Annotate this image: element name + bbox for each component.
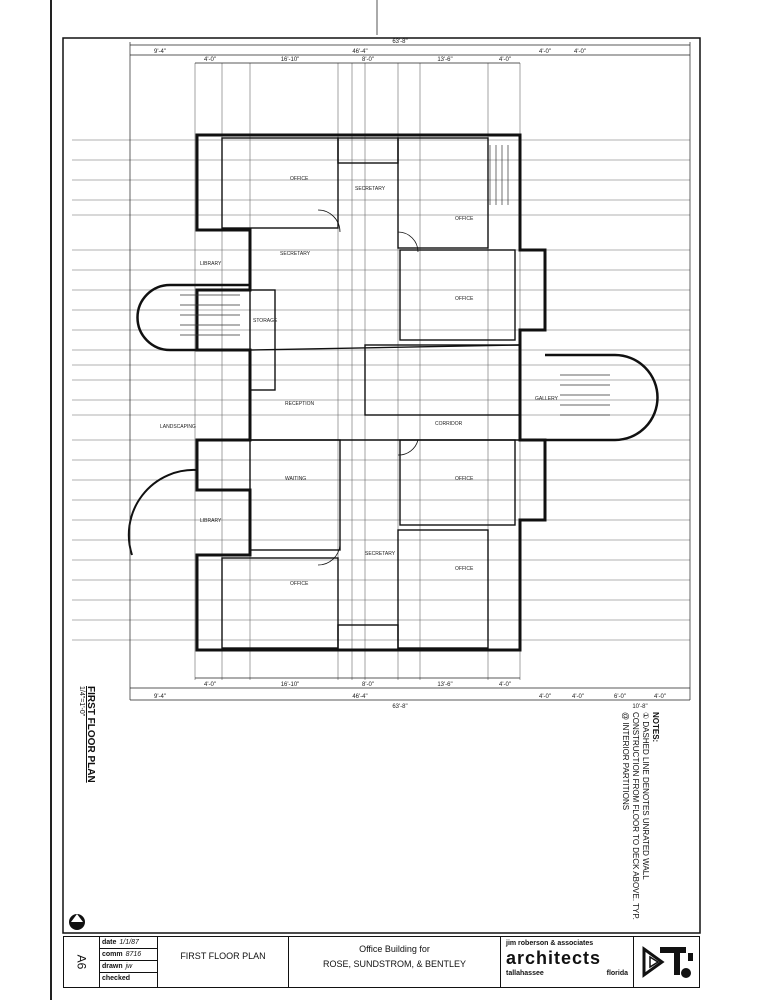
- drawing-title-cell: FIRST FLOOR PLAN: [158, 937, 289, 987]
- room-label: GALLERY: [535, 396, 559, 402]
- firm-name: architects: [506, 948, 602, 968]
- dim-top-left: 9'-4": [154, 49, 166, 55]
- notes-block: NOTES: ① DASHED LINE DENOTES UNRATED WAL…: [620, 712, 660, 922]
- dim-bot-overall: 63'-8": [392, 704, 407, 710]
- room-label: CORRIDOR: [435, 421, 463, 427]
- sheet-number: A6: [74, 954, 89, 970]
- checked-field: checked: [102, 975, 131, 982]
- room-label: OFFICE: [290, 581, 309, 587]
- dim-bot-r-total: 10'-8": [632, 704, 647, 710]
- firm-city: tallahassee: [506, 970, 544, 977]
- dim-top-seg: 4'-0": [499, 57, 511, 63]
- dim-top-mid: 46'-4": [352, 49, 367, 55]
- north-arrow-icon: [71, 914, 83, 922]
- room-label: OFFICE: [455, 476, 474, 482]
- dim-bot-seg: 4'-0": [499, 682, 511, 688]
- dimension-lines: [129, 42, 691, 701]
- firm-logo: [634, 937, 698, 987]
- room-label: OFFICE: [290, 176, 309, 182]
- room-label: RECEPTION: [285, 401, 315, 407]
- dim-bot-left: 9'-4": [154, 694, 166, 700]
- dim-bot-r: 4'-0": [654, 694, 666, 700]
- firm-state: florida: [606, 970, 628, 977]
- stair-left: [136, 283, 250, 352]
- side-scale: 1/4"=1'-0": [78, 686, 85, 717]
- interior-walls: [197, 137, 521, 651]
- stair-treads: [180, 145, 610, 416]
- project-cell: Office Building for ROSE, SUNDSTROM, & B…: [289, 937, 501, 987]
- room-label: SECRETARY: [355, 186, 386, 192]
- project-line1: Office Building for: [359, 944, 430, 954]
- notes-heading: NOTES:: [651, 712, 660, 743]
- dim-top-r1: 4'-0": [539, 49, 551, 55]
- dim-bot-seg: 8'-0": [362, 682, 374, 688]
- side-title-block: FIRST FLOOR PLAN 1/4"=1'-0": [78, 686, 96, 783]
- dim-bot-mid: 46'-4": [352, 694, 367, 700]
- dim-top-overall: 63'-8": [392, 39, 407, 45]
- room-label-storage: STORAGE: [253, 318, 278, 324]
- dim-bot-seg: 13'-6": [437, 682, 452, 688]
- dim-top-r2: 4'-0": [574, 49, 586, 55]
- drawing-title: FIRST FLOOR PLAN: [180, 951, 266, 961]
- dim-bot-r: 4'-0": [539, 694, 551, 700]
- stair-right: [545, 353, 659, 442]
- dim-bot-seg: 4'-0": [204, 682, 216, 688]
- jra-logo-icon: [642, 946, 693, 978]
- exterior-walls: [195, 133, 547, 652]
- note-item: ① DASHED LINE DENOTES UNRATED WALL CONST…: [621, 712, 650, 920]
- dim-top-seg: 16'-10": [281, 57, 300, 63]
- project-line2: ROSE, SUNDSTROM, & BENTLEY: [322, 959, 467, 969]
- grid-lines: [72, 63, 690, 680]
- sheet-border: [62, 37, 701, 934]
- firm-top: jim roberson & associates: [506, 940, 594, 947]
- dim-top-seg: 13'-6": [437, 57, 452, 63]
- room-label: WAITING: [285, 476, 306, 482]
- sheet-number-cell: A6: [64, 937, 100, 987]
- room-label: SECRETARY: [280, 251, 311, 257]
- room-label: LIBRARY: [200, 518, 222, 524]
- room-label: LIBRARY: [200, 261, 222, 267]
- room-label: OFFICE: [455, 216, 474, 222]
- dim-bot-r: 4'-0": [572, 694, 584, 700]
- room-label: OFFICE: [455, 566, 474, 572]
- dim-top-seg: 8'-0": [362, 57, 374, 63]
- dim-bot-r: 6'-0": [614, 694, 626, 700]
- room-label: LANDSCAPING: [160, 424, 196, 430]
- room-label: OFFICE: [455, 296, 474, 302]
- dim-bot-seg: 16'-10": [281, 682, 300, 688]
- side-title: FIRST FLOOR PLAN: [85, 686, 96, 783]
- dim-top-seg: 4'-0": [204, 57, 216, 63]
- planter-curve: [127, 468, 198, 556]
- firm-cell: jim roberson & associates architects tal…: [501, 937, 634, 987]
- room-label: SECRETARY: [365, 551, 396, 557]
